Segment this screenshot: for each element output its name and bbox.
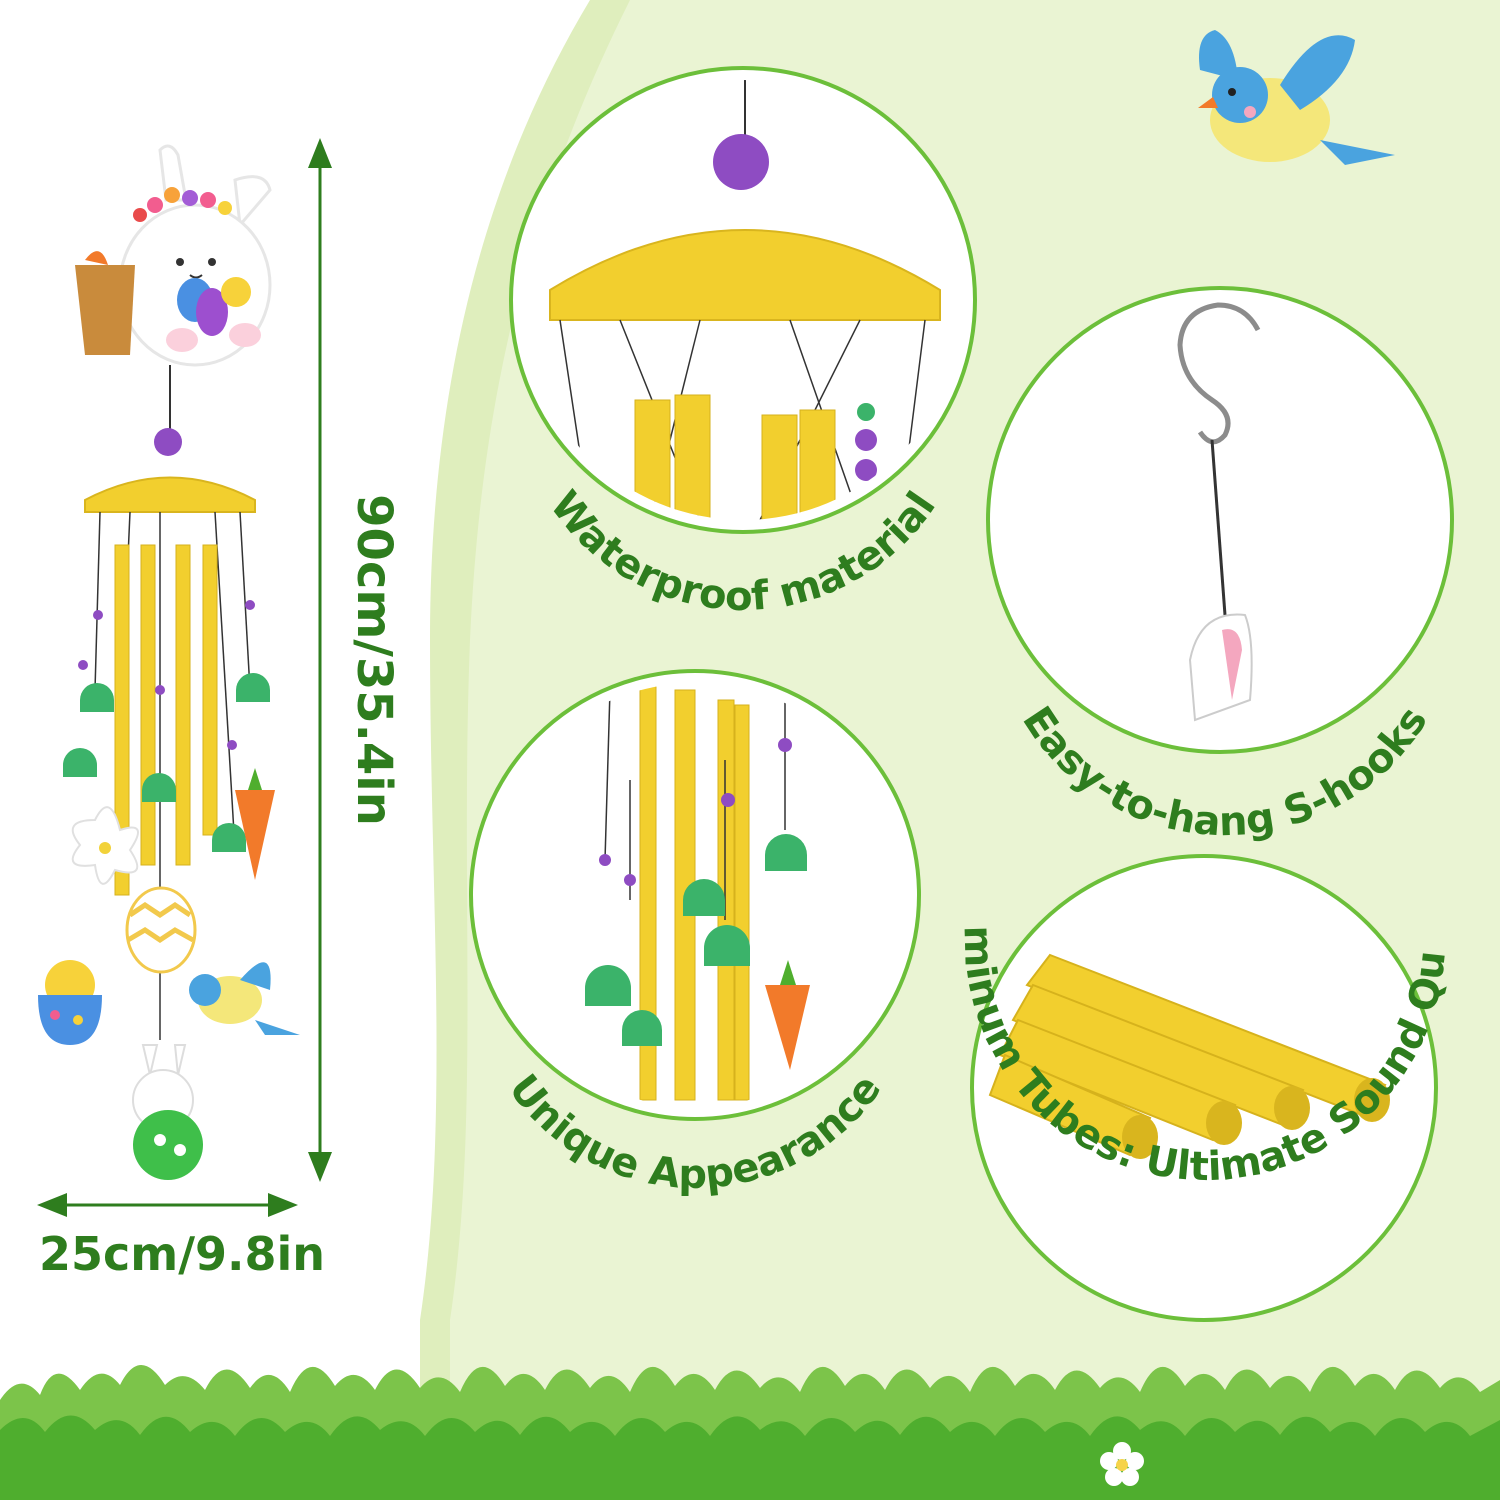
- width-arrow: [37, 1193, 298, 1217]
- circle-waterproof: Waterproof material: [509, 66, 977, 620]
- height-arrow: [308, 138, 332, 1182]
- chick-icon: [38, 960, 102, 1045]
- s-hook-icon: [1177, 302, 1261, 445]
- bird-icon: [1198, 30, 1395, 165]
- bird-icon: [189, 962, 300, 1035]
- width-label: 25cm/9.8in: [39, 1227, 325, 1281]
- carrot-icon: [235, 768, 275, 880]
- egg-icon: [125, 886, 197, 974]
- flower-icon: [71, 806, 139, 885]
- bunny-icon: [132, 1044, 203, 1180]
- flower-icon: [1100, 1442, 1144, 1486]
- circle-hooks: Easy-to-hang S-hooks: [986, 286, 1454, 845]
- circle-appearance: Unique Appearance: [469, 669, 921, 1198]
- bunny-icon: [75, 144, 272, 367]
- height-label: 90cm/35.4in: [346, 494, 402, 826]
- carrot-icon: [765, 960, 810, 1070]
